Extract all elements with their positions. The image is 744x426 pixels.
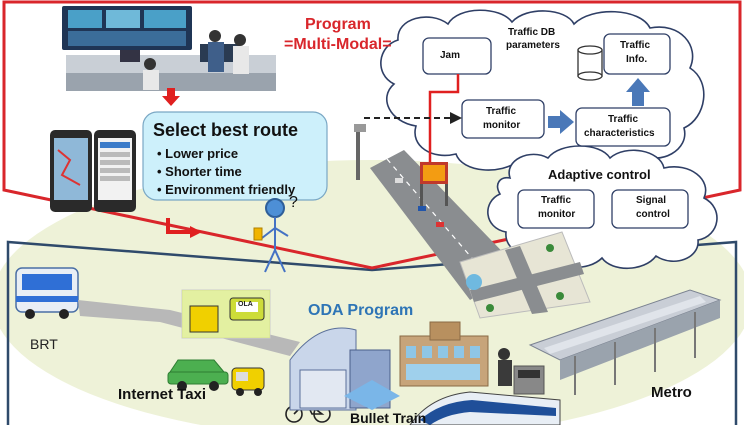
ticket-gate-commuter [498,348,545,395]
traffic-characteristics-label-1: Traffic [608,114,639,125]
taxi-car-icon [167,359,229,391]
blue-up-arrow [626,78,650,106]
brt-label: BRT [30,336,58,352]
route-box-title: Select best route [153,120,299,140]
traffic-info-label-2: Info. [626,54,648,65]
adaptive-control-title: Adaptive control [548,167,651,182]
signal-control-box [611,189,689,229]
bullet-train-icon [409,391,561,425]
route-bullet-1: • Lower price [157,146,239,161]
department-store-building [399,321,489,387]
route-bullet-2: • Shorter time [157,164,242,179]
person-icon [253,198,289,273]
program-title: Program [305,16,371,33]
brt-bus-icon [15,267,79,319]
traffic-characteristics-box [575,107,671,147]
central-station-building [289,327,400,411]
bullet-train-label: Bullet Train [350,410,427,426]
adaptive-monitor-label-2: monitor [538,209,576,220]
route-box [142,111,328,201]
traffic-monitor-label-1: Traffic [486,106,517,117]
traffic-db-label-2: parameters [506,40,560,51]
traffic-info-label-1: Traffic [620,40,651,51]
ola-taxi-image [181,289,271,339]
smartphones-illustration [50,130,136,212]
taxi-brand-logo: OLA [238,301,253,308]
jam-label: Jam [440,50,461,61]
jam-connector [428,74,460,165]
auto-rickshaw-icon [231,367,265,396]
signal-control-label-2: control [636,209,670,220]
route-bullet-3: • Environment friendly [157,182,296,197]
dashed-monitor-arrow [364,112,462,124]
adaptive-monitor-label-1: Traffic [541,195,572,206]
oda-frame [6,240,738,425]
question-mark: ? [289,194,298,211]
metro-label: Metro [651,384,692,401]
oda-program-title: ODA Program [308,302,414,319]
traffic-info-box [603,33,671,75]
traffic-db-label-1: Traffic DB [508,27,556,38]
traffic-characteristics-label-2: characteristics [584,128,655,139]
adaptive-monitor-box [517,189,595,229]
blue-right-arrow [548,110,574,134]
traffic-monitor-label-2: monitor [483,120,521,131]
red-right-arrow [166,218,202,238]
red-down-arrow [162,88,180,106]
intersection-map [459,231,591,319]
signal-control-label-1: Signal [636,195,667,206]
metro-station-icon [528,289,722,395]
traffic-monitor-box [461,99,545,139]
control-room-illustration [62,6,276,91]
multi-modal-title: =Multi-Modal= [284,36,392,53]
internet-taxi-label: Internet Taxi [118,386,207,403]
database-icon [577,45,603,81]
